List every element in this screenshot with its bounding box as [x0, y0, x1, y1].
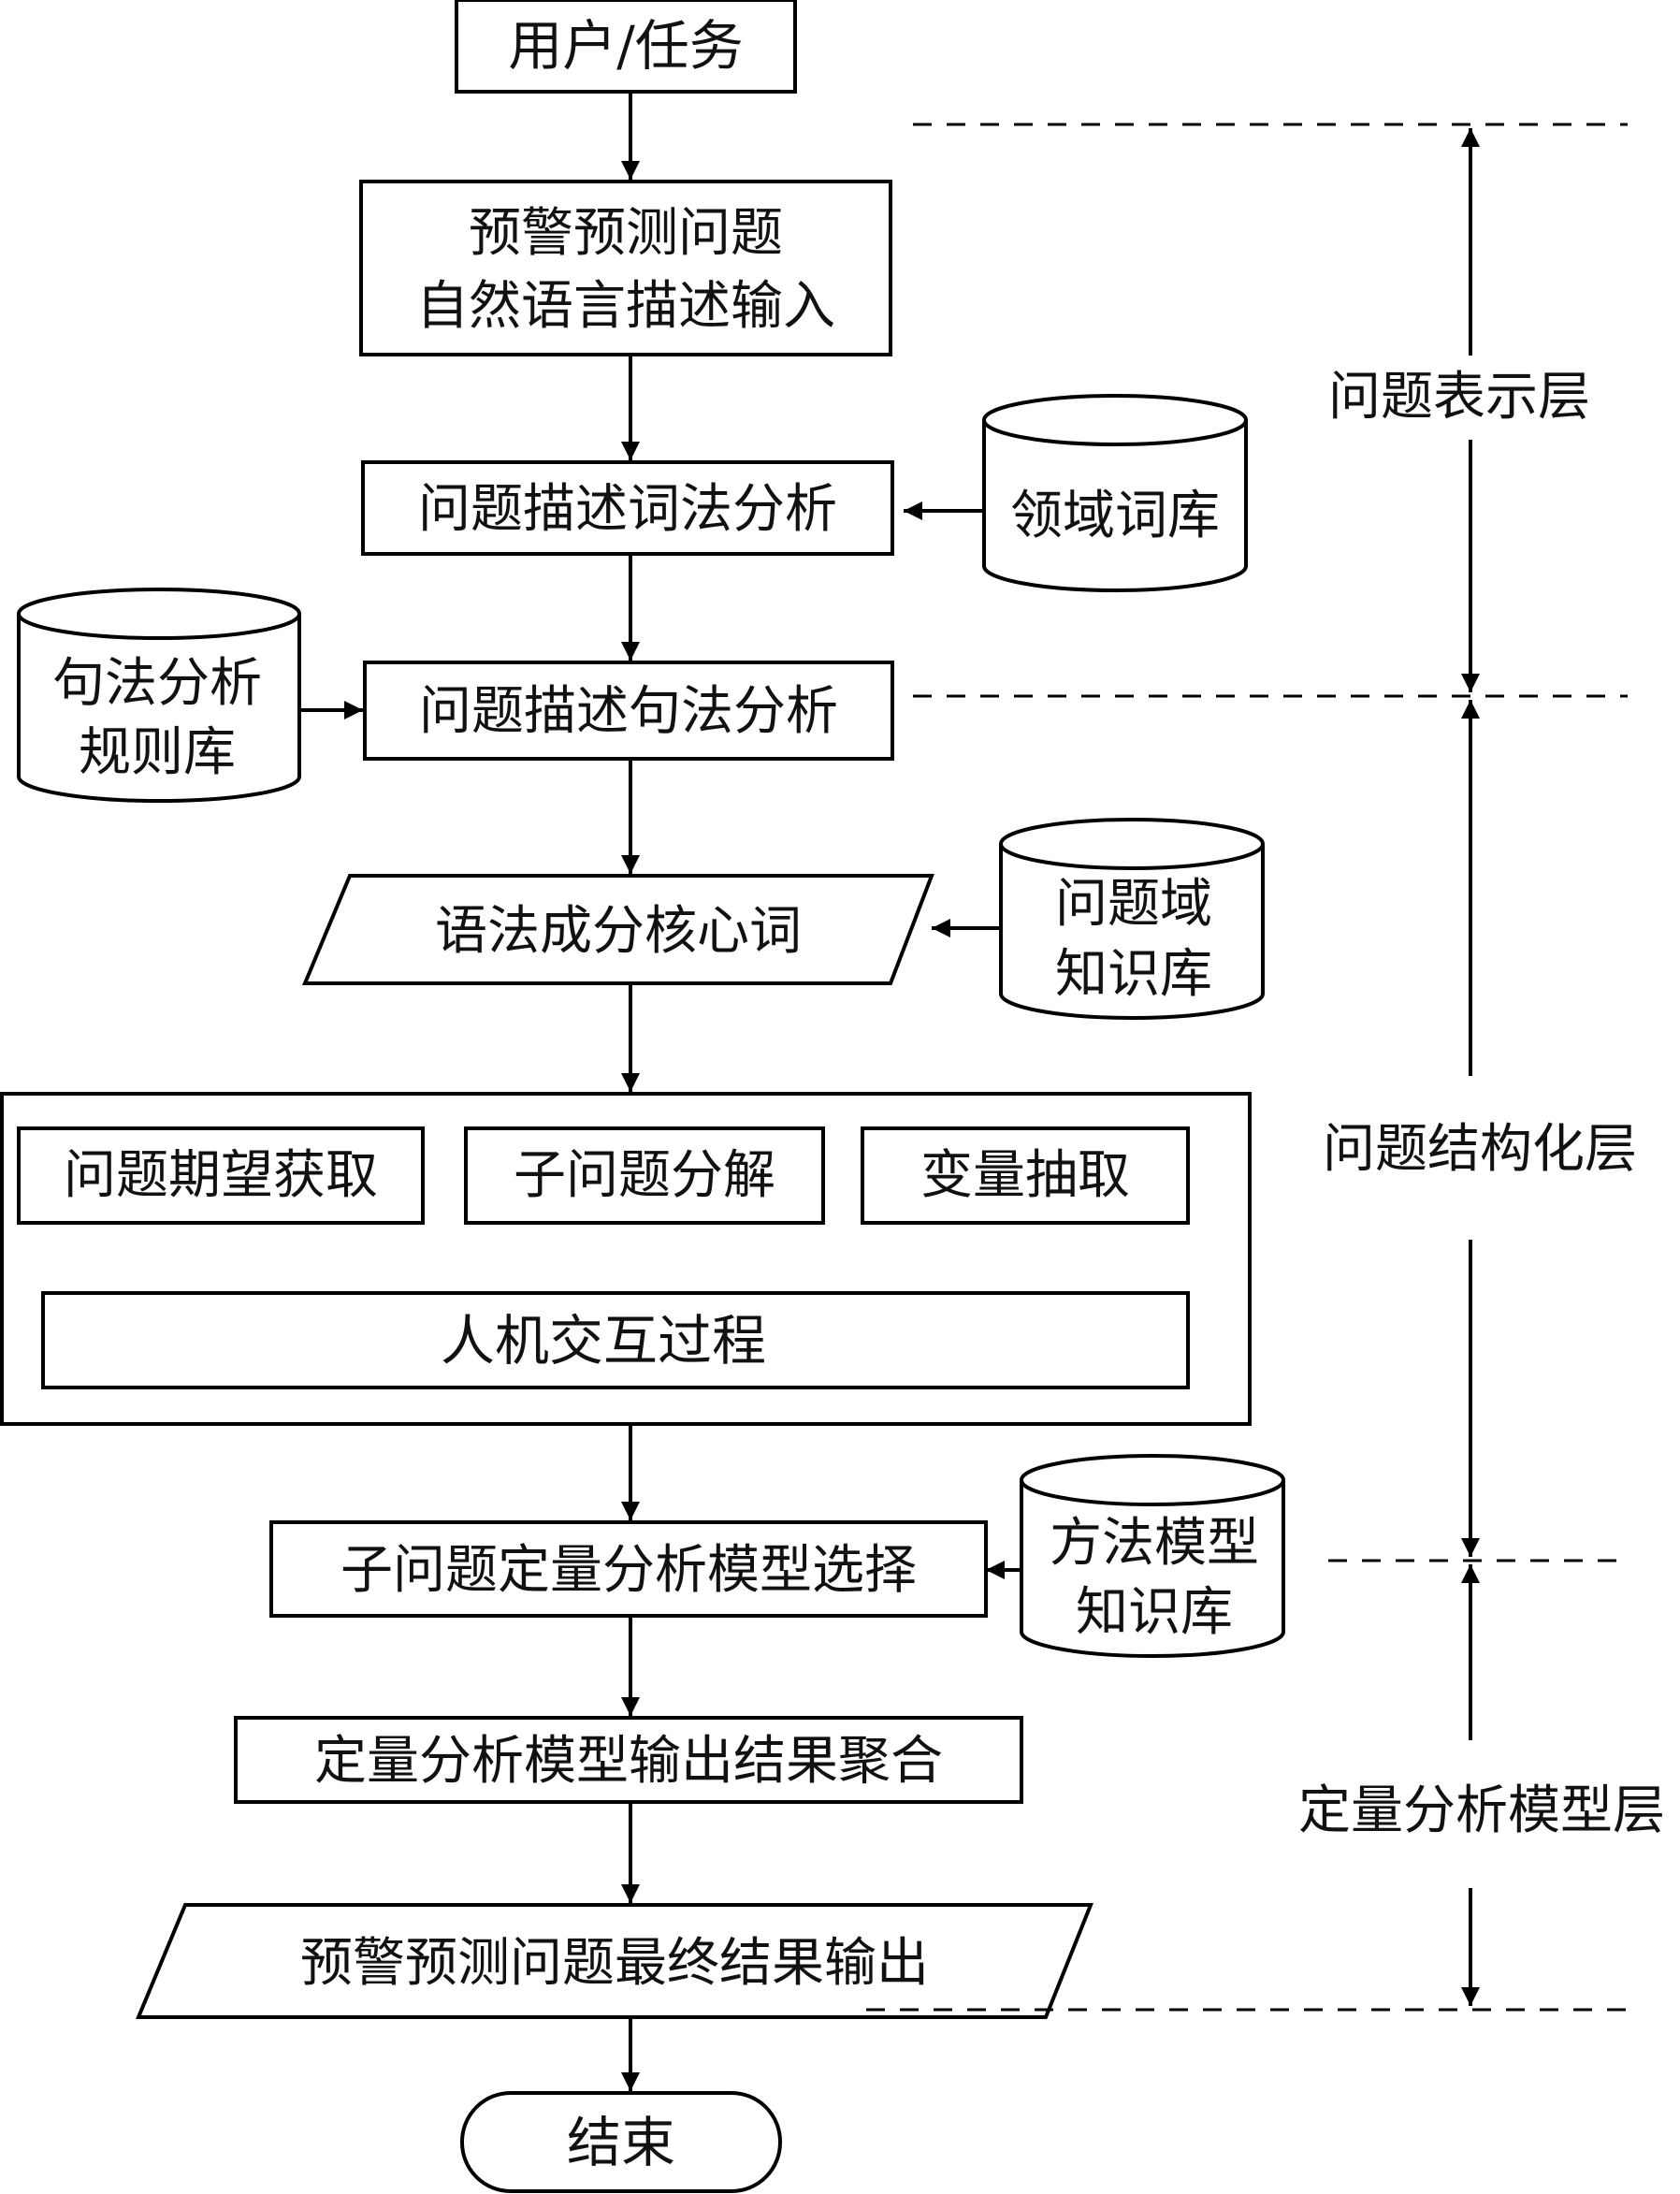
domain-lexicon-db: 领域词库	[982, 394, 1248, 592]
core-words-node: 语法成分核心词	[301, 874, 934, 985]
method-kb-label-line2: 知识库	[1076, 1582, 1233, 1643]
method-kb-label-line1: 方法模型	[1050, 1513, 1259, 1574]
decompose-node: 子问题分解	[464, 1126, 825, 1225]
end-label: 结束	[567, 2111, 675, 2174]
aggregate-label: 定量分析模型输出结果聚合	[314, 1731, 943, 1792]
problem-domain-kb-db: 问题域 知识库	[999, 818, 1265, 1020]
problem-kb-label-line2: 知识库	[1055, 944, 1212, 1005]
problem-kb-label-line1: 问题域	[1055, 874, 1212, 935]
syntactic-analysis-label: 问题描述句法分析	[419, 681, 838, 742]
core-words-label: 语法成分核心词	[435, 901, 802, 962]
method-model-kb-db: 方法模型 知识库	[1020, 1454, 1285, 1658]
syntax-rules-label-line1: 句法分析	[52, 653, 262, 714]
model-select-node: 子问题定量分析模型选择	[269, 1520, 988, 1618]
input-node: 预警预测问题 自然语言描述输入	[359, 180, 892, 356]
final-output-label: 预警预测问题最终结果输出	[300, 1933, 929, 1994]
domain-lexicon-label: 领域词库	[1010, 486, 1220, 546]
start-node-label: 用户/任务	[508, 14, 744, 78]
structuring-process-box: 问题期望获取 子问题分解 变量抽取 人机交互过程	[0, 1092, 1252, 1426]
input-node-label-line1: 预警预测问题	[469, 203, 783, 264]
layer-indicators: 问题表示层 问题结构化层 定量分析模型层	[866, 123, 1665, 2012]
model-select-label: 子问题定量分析模型选择	[340, 1540, 917, 1601]
variables-label: 变量抽取	[920, 1145, 1130, 1206]
decompose-label: 子问题分解	[514, 1145, 775, 1206]
final-output-node: 预警预测问题最终结果输出	[136, 1903, 1093, 2019]
expectation-label: 问题期望获取	[64, 1145, 378, 1206]
syntax-rules-label-line2: 规则库	[79, 722, 236, 783]
end-node: 结束	[460, 2091, 782, 2193]
aggregate-node: 定量分析模型输出结果聚合	[234, 1716, 1023, 1804]
layer-label-representation: 问题表示层	[1328, 367, 1590, 428]
hci-node: 人机交互过程	[41, 1291, 1190, 1389]
variables-node: 变量抽取	[861, 1126, 1190, 1225]
hci-label: 人机交互过程	[441, 1309, 766, 1373]
lexical-analysis-label: 问题描述词法分析	[418, 479, 837, 540]
start-node: 用户/任务	[455, 0, 797, 94]
lexical-analysis-node: 问题描述词法分析	[361, 460, 894, 556]
layer-label-structuring: 问题结构化层	[1323, 1119, 1637, 1180]
syntactic-analysis-node: 问题描述句法分析	[363, 661, 894, 761]
input-node-label-line2: 自然语言描述输入	[416, 276, 835, 337]
expectation-node: 问题期望获取	[17, 1126, 425, 1225]
layer-label-quantitative: 定量分析模型层	[1298, 1780, 1665, 1841]
syntax-rules-db: 句法分析 规则库	[17, 588, 301, 803]
